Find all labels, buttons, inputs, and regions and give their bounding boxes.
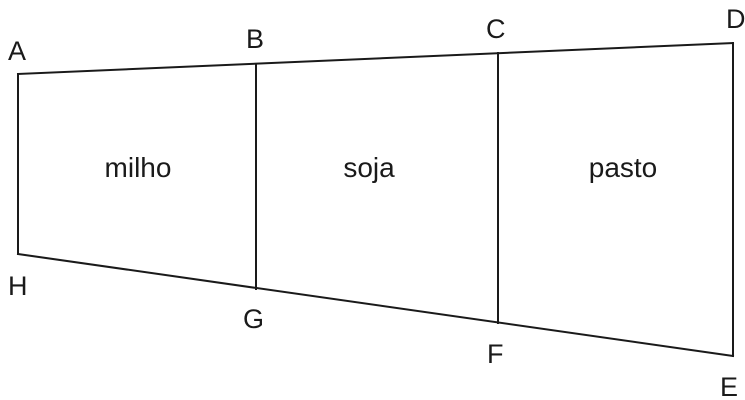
region-label-pasto: pasto — [589, 152, 658, 183]
vertex-label-e: E — [720, 372, 738, 400]
edge-bottom-h-e — [16, 252, 735, 358]
vertex-label-h: H — [8, 271, 28, 301]
vertex-label-b: B — [246, 24, 264, 54]
vertex-label-g: G — [243, 304, 264, 334]
vertex-label-d: D — [726, 4, 745, 34]
region-label-milho: milho — [105, 152, 172, 183]
vertex-label-f: F — [487, 339, 504, 369]
vertex-label-c: C — [486, 14, 506, 44]
region-label-soja: soja — [343, 152, 395, 183]
edge-top-a-d — [16, 41, 735, 76]
vertex-label-a: A — [8, 36, 26, 66]
